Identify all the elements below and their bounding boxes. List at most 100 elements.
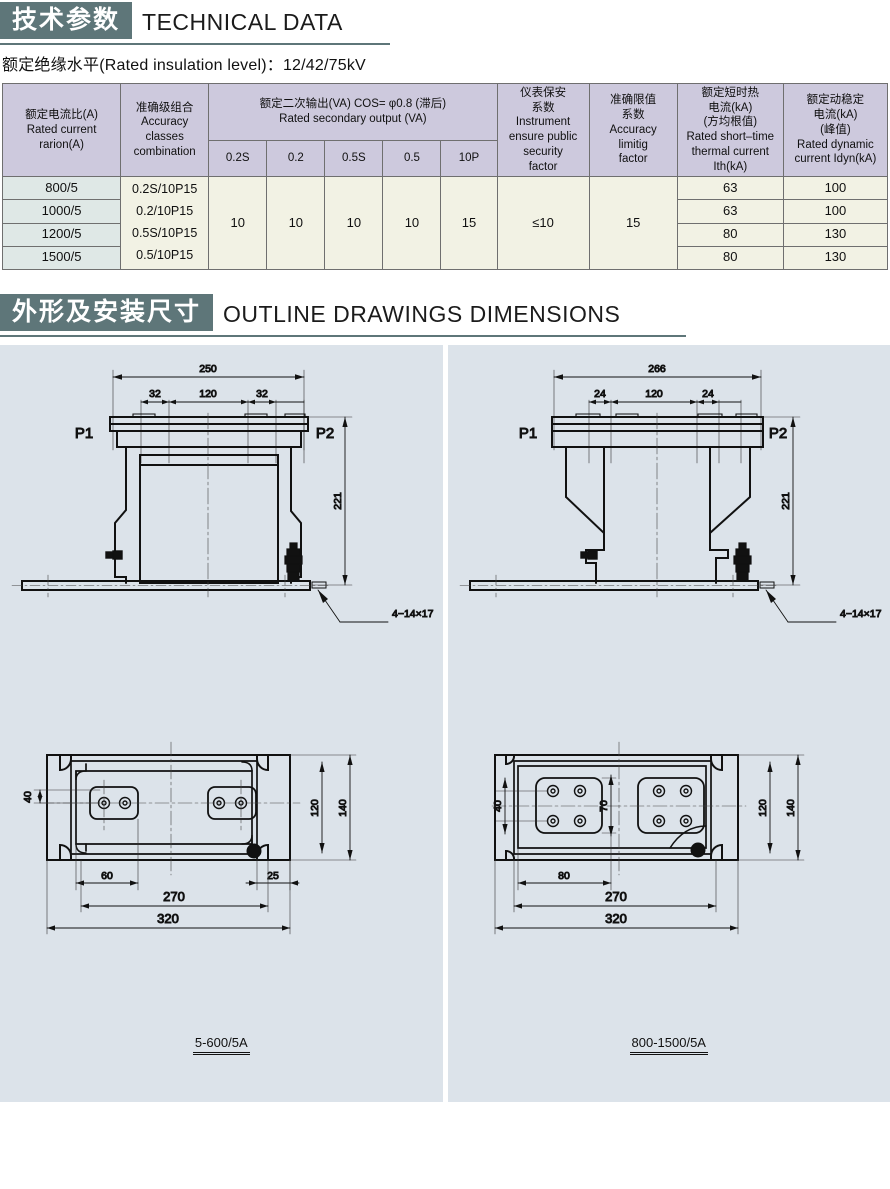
- th-isf-line3: Instrument: [515, 116, 571, 129]
- acc-combo-line1: 0.2S/10P15: [132, 182, 198, 197]
- dim-left-plan-320: 320: [157, 911, 179, 926]
- th-ith-line2: 电流(kA): [708, 101, 753, 114]
- th-idyn-line3: (峰值): [820, 123, 851, 136]
- th-class-0-2: 0.2: [266, 139, 326, 178]
- table-row: 1500/5 80 130: [1, 245, 889, 270]
- th-sec-line1: 额定二次输出(VA) COS= φ0.8 (滞后): [259, 98, 447, 111]
- dim-left-plan-60: 60: [101, 870, 113, 882]
- th-accuracy-limit-factor: 准确限值 系数 Accuracy limitig factor: [588, 82, 678, 178]
- drawings-container: 250 32 120 32: [0, 344, 890, 1102]
- dim-left-plan-120: 120: [309, 799, 321, 817]
- dim-left-front-250: 250: [199, 363, 217, 375]
- th-alf-line4: limitig: [618, 138, 648, 151]
- dim-left-front-32b: 32: [256, 388, 268, 400]
- dim-right-plan-80: 80: [558, 870, 570, 882]
- cell-ratio-3: 1200/5: [1, 222, 122, 247]
- th-sec-line2: Rated secondary output (VA): [279, 112, 427, 125]
- dim-right-plan-270: 270: [605, 889, 627, 904]
- th-alf-line3: Accuracy: [609, 123, 657, 136]
- th-alf-line5: factor: [618, 153, 648, 166]
- note-left-holes: 4−14×17: [392, 608, 434, 620]
- dim-right-plan-40: 40: [492, 800, 504, 812]
- dim-left-front-120: 120: [199, 388, 217, 400]
- label-right-p1: P1: [518, 425, 536, 442]
- dim-right-plan-140: 140: [785, 799, 797, 817]
- acc-combo-line3: 0.5S/10P15: [132, 226, 198, 241]
- dim-left-plan-40: 40: [22, 791, 34, 803]
- th-alf-line2: 系数: [621, 109, 645, 122]
- cell-accuracy-limit-factor: 15: [588, 176, 678, 270]
- dim-right-front-120: 120: [645, 388, 663, 400]
- technical-data-table: 额定电流比(A) Rated current rarion(A) 准确级组合 A…: [1, 82, 889, 270]
- th-acc-line1: 准确级组合: [135, 101, 194, 114]
- note-right-holes: 4−14×17: [840, 608, 882, 620]
- th-acc-line2: Accuracy: [141, 116, 189, 129]
- th-class-0-2s: 0.2S: [208, 139, 268, 178]
- caption-left: 5-600/5A: [0, 1034, 443, 1055]
- th-isf-line1: 仪表保安: [520, 87, 567, 99]
- dim-right-plan-120: 120: [757, 799, 769, 817]
- dim-left-front-32a: 32: [149, 388, 161, 400]
- technical-data-heading-en: TECHNICAL DATA: [142, 9, 343, 35]
- th-idyn-line2: 电流(kA): [813, 109, 858, 122]
- caption-right: 800-1500/5A: [448, 1034, 890, 1055]
- th-class-10p: 10P: [440, 139, 498, 178]
- dim-right-plan-320: 320: [605, 911, 627, 926]
- th-isf-line4: ensure public: [508, 131, 578, 144]
- cell-ith-3: 80: [676, 222, 784, 247]
- cell-output-0-2: 10: [266, 176, 326, 270]
- drawing-panel-right: 266 24 120 24: [447, 344, 890, 1102]
- table-row: 800/5 0.2S/10P15 0.2/10P15 0.5S/10P15 0.…: [1, 176, 889, 270]
- th-class-0-5s: 0.5S: [324, 139, 384, 178]
- dim-left-front-221: 221: [332, 492, 344, 510]
- drawing-panel-left: 250 32 120 32: [0, 344, 443, 1102]
- acc-combo-line2: 0.2/10P15: [136, 204, 194, 219]
- table-row: 1200/5 80 130: [1, 222, 889, 247]
- th-alf-line1: 准确限值: [610, 94, 657, 107]
- technical-data-rule: [0, 43, 390, 45]
- dim-left-plan-270: 270: [163, 889, 185, 904]
- cell-ith-2: 63: [676, 199, 784, 224]
- cell-output-0-2s: 10: [208, 176, 268, 270]
- th-ith-line3: (方均根值): [703, 116, 758, 129]
- th-class-0-5: 0.5: [382, 139, 442, 178]
- th-accuracy-classes: 准确级组合 Accuracy classes combination: [120, 82, 210, 178]
- table-row: 1000/5 63 100: [1, 199, 889, 224]
- th-ith-line1: 额定短时热: [701, 87, 760, 99]
- dim-right-front-24a: 24: [594, 388, 606, 400]
- cell-idyn-4: 130: [782, 245, 889, 270]
- label-left-p2: P2: [316, 425, 334, 442]
- th-rated-current-ratio: 额定电流比(A) Rated current rarion(A): [1, 82, 122, 178]
- th-ith-line4: Rated short–time: [686, 131, 775, 144]
- th-rated-secondary-output: 额定二次输出(VA) COS= φ0.8 (滞后) Rated secondar…: [208, 83, 498, 141]
- caption-left-text: 5-600/5A: [192, 1034, 250, 1055]
- drawing-svg-right: 266 24 120 24: [459, 362, 882, 935]
- outline-drawings-heading-en: OUTLINE DRAWINGS DIMENSIONS: [223, 300, 621, 327]
- cell-idyn-3: 130: [782, 222, 889, 247]
- dim-right-plan-70: 70: [598, 800, 610, 812]
- dim-left-plan-25: 25: [267, 870, 279, 882]
- th-ith-line6: Ith(kA): [713, 160, 748, 173]
- th-rated-short-time-thermal-current: 额定短时热 电流(kA) (方均根值) Rated short–time the…: [676, 82, 784, 178]
- technical-data-heading: 技术参数 TECHNICAL DATA: [0, 0, 890, 42]
- cell-ith-1: 63: [676, 176, 784, 201]
- th-idyn-line4: Rated dynamic: [797, 138, 874, 151]
- caption-right-text: 800-1500/5A: [629, 1034, 708, 1055]
- cell-idyn-1: 100: [782, 176, 889, 201]
- th-ith-line5: thermal current: [691, 145, 769, 158]
- cell-accuracy-combination: 0.2S/10P15 0.2/10P15 0.5S/10P15 0.5/10P1…: [120, 176, 210, 270]
- outline-drawings-heading: 外形及安装尺寸 OUTLINE DRAWINGS DIMENSIONS: [0, 292, 890, 334]
- drawing-svg-left: 250 32 120 32: [11, 362, 434, 935]
- outline-drawings-heading-cn: 外形及安装尺寸: [0, 293, 214, 331]
- cell-idyn-2: 100: [782, 199, 889, 224]
- technical-data-heading-cn: 技术参数: [0, 2, 133, 39]
- cell-ratio-1: 800/5: [1, 176, 122, 201]
- th-acc-line3: classes: [145, 131, 184, 144]
- label-right-p2: P2: [768, 425, 786, 442]
- cell-ith-4: 80: [676, 245, 784, 270]
- cell-instrument-factor: ≤10: [496, 176, 590, 270]
- th-idyn-line1: 额定动稳定: [806, 94, 865, 107]
- dim-right-front-221: 221: [780, 492, 792, 510]
- th-instrument-security-factor: 仪表保安 系数 Instrument ensure public securit…: [496, 82, 590, 178]
- th-idyn-line5: current Idyn(kA): [794, 153, 877, 166]
